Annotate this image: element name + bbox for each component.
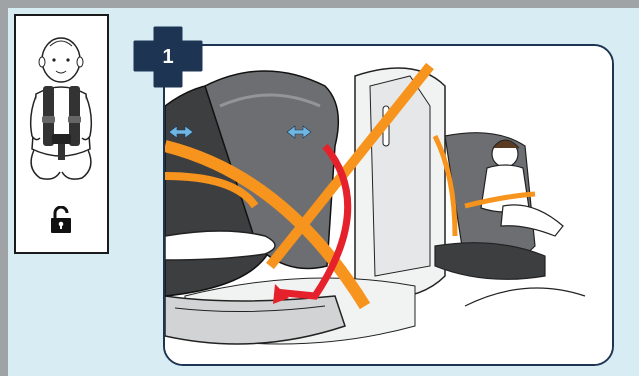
installation-scene — [165, 46, 612, 364]
top-border-bar — [0, 0, 639, 8]
left-border-bar — [0, 0, 8, 376]
instruction-side-panel — [14, 14, 109, 254]
step-badge: 1 — [133, 26, 203, 88]
car-seat-illustration — [163, 44, 614, 366]
unlock-icon — [50, 206, 72, 234]
step-number: 1 — [133, 26, 203, 88]
